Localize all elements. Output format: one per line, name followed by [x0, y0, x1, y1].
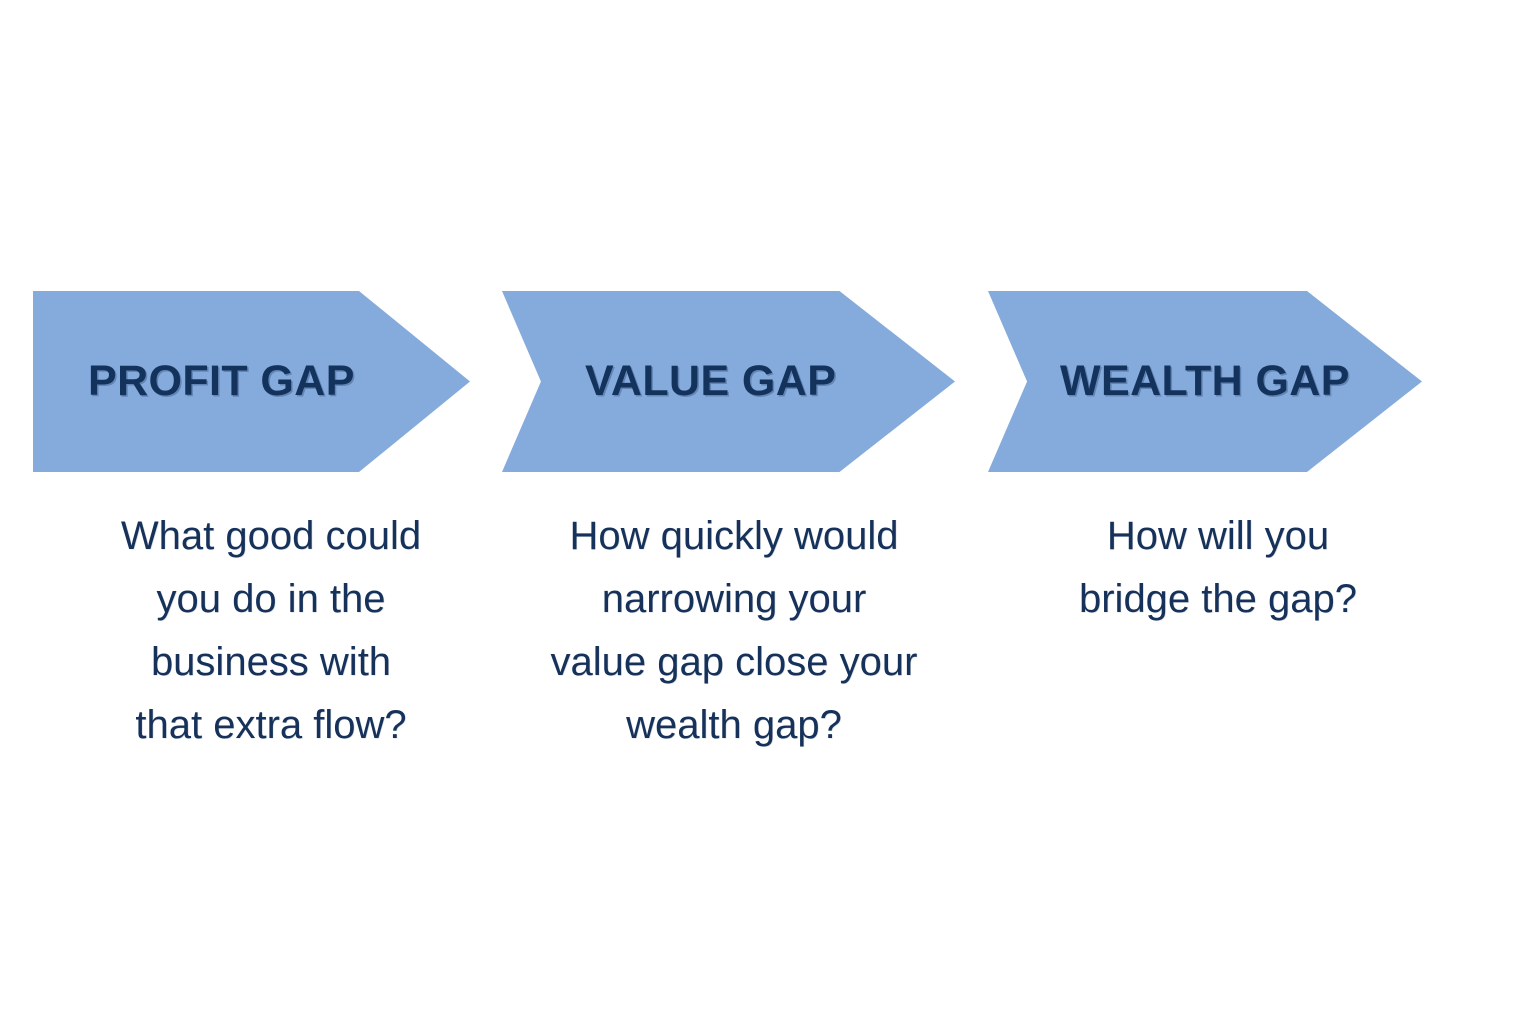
chevron-shape-wealth-gap[interactable] — [988, 291, 1422, 472]
caption-line: narrowing your — [601, 577, 867, 621]
chevron-shape-profit-gap[interactable] — [33, 291, 470, 472]
chevron-band: PROFIT GAP VALUE GAP WEALTH GAP — [0, 291, 1536, 472]
caption-line: How quickly would — [569, 514, 899, 558]
caption-wealth-gap: How will you bridge the gap? — [1000, 505, 1436, 631]
caption-line: business with — [150, 640, 392, 684]
caption-line: wealth gap? — [626, 703, 842, 747]
caption-value-gap: How quickly would narrowing your value g… — [508, 505, 960, 757]
caption-line: that extra flow? — [135, 703, 407, 747]
caption-line: you do in the — [156, 577, 386, 621]
caption-line: How will you — [1106, 514, 1330, 558]
caption-line: What good could — [120, 514, 422, 558]
caption-line: bridge the gap? — [1078, 577, 1357, 621]
chevron-shape-value-gap[interactable] — [502, 291, 955, 472]
caption-line: value gap close your — [550, 640, 918, 684]
caption-profit-gap: What good could you do in the business w… — [62, 505, 480, 757]
